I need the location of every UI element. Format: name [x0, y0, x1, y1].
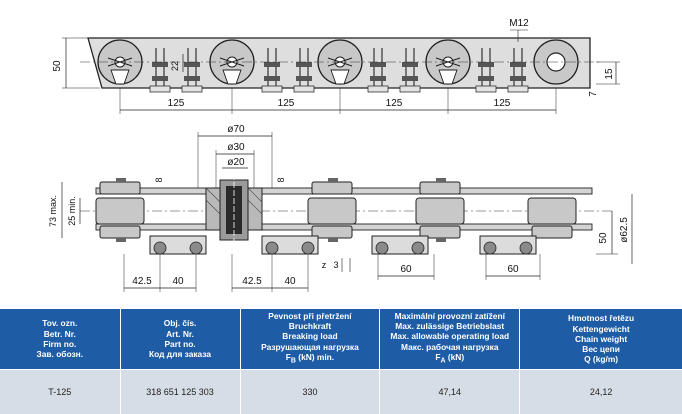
- header-line: Q (kg/m): [584, 354, 619, 365]
- dia-label-1: ø70: [227, 124, 245, 135]
- right-label-2: ø62.5: [619, 217, 630, 243]
- symbol-subscript: B: [290, 357, 296, 365]
- header-chain-weight: Hmotnost řetězu Kettengewicht Chain weig…: [519, 309, 682, 370]
- top-view: 50 22 M12 15 7 125 125 125 125: [52, 18, 620, 114]
- header-breaking-load: Pevnost při přetržení Bruchkraft Breakin…: [240, 309, 381, 370]
- symbol: F: [435, 351, 441, 362]
- bottom-label-2: 40: [172, 276, 184, 287]
- pitch-label-3: 125: [386, 98, 403, 109]
- symbol-subscript: A: [440, 357, 446, 365]
- header-line: Obj. čís.: [163, 318, 197, 329]
- header-line: Art. Nr.: [166, 328, 194, 339]
- header-line: Max. zulässige Betriebslast: [395, 321, 505, 332]
- bottom-label-5: 60: [400, 264, 412, 275]
- header-line: Bruchkraft: [288, 321, 332, 332]
- cell-firm-no: T-125: [0, 368, 121, 414]
- technical-drawing: 50 22 M12 15 7 125 125 125 125: [48, 18, 633, 292]
- pitch-label-1: 125: [168, 98, 185, 109]
- bottom-label-3: 42.5: [242, 276, 262, 287]
- cell-operating-load: 47,14: [379, 368, 521, 414]
- cell-breaking-load: 330: [240, 368, 381, 414]
- header-line: Код для заказа: [149, 349, 212, 360]
- header-line: Part no.: [164, 338, 196, 349]
- header-line: Kettengewicht: [572, 323, 630, 334]
- cell-part-no: 318 651 125 303: [120, 368, 241, 414]
- dia-label-2: ø30: [227, 142, 245, 153]
- header-line: Hmotnost řetězu: [568, 313, 635, 324]
- symbol: F: [285, 351, 291, 362]
- pitch-label-4: 125: [494, 98, 511, 109]
- top-pin-label: 22: [170, 61, 180, 71]
- spec-table: Tov. ozn. Betr. Nr. Firm no. Зав. обозн.…: [0, 309, 682, 414]
- unit: (kN) min.: [295, 351, 335, 362]
- bottom-label-1: 42.5: [132, 276, 152, 287]
- header-operating-load: Maximální provozní zatížení Max. zulässi…: [379, 309, 521, 370]
- header-line: Max. allowable operating load: [390, 331, 510, 342]
- spec-header-row: Tov. ozn. Betr. Nr. Firm no. Зав. обозн.…: [0, 309, 682, 370]
- top-bolt-label: M12: [509, 18, 529, 29]
- header-firm-no: Tov. ozn. Betr. Nr. Firm no. Зав. обозн.: [0, 309, 121, 370]
- top-side-label-2: 7: [588, 91, 599, 97]
- header-line: Breaking load: [282, 331, 338, 342]
- pitch-label-2: 125: [278, 98, 295, 109]
- header-part-no: Obj. čís. Art. Nr. Part no. Код для зака…: [120, 309, 241, 370]
- header-line: Firm no.: [43, 338, 77, 349]
- header-line: Разрушающая нагрузка: [261, 341, 359, 352]
- header-line: Макс. рабочая нагрузка: [401, 341, 499, 352]
- header-line: Вес цепи: [582, 343, 620, 354]
- height-label-2: 25 min.: [67, 196, 77, 226]
- table-row: T-125 318 651 125 303 330 47,14 24,12: [0, 368, 682, 414]
- bottom-label-4: 40: [284, 276, 296, 287]
- plate-label-2: 8: [276, 177, 286, 182]
- header-line: Tov. ozn.: [42, 318, 78, 329]
- header-line: Maximální provozní zatížení: [394, 311, 505, 321]
- header-line: FA (kN): [382, 352, 517, 367]
- header-line: Зав. обозн.: [36, 349, 84, 360]
- top-height-label: 50: [52, 60, 63, 72]
- header-line: Chain weight: [575, 333, 628, 344]
- unit: (kN): [445, 351, 465, 362]
- cell-chain-weight: 24,12: [519, 368, 682, 414]
- header-line: Pevnost při přetržení: [268, 311, 352, 321]
- bottom-label-6: 60: [507, 264, 519, 275]
- header-line: Betr. Nr.: [43, 328, 76, 339]
- top-side-label-1: 15: [604, 68, 615, 80]
- side-view: ø70 ø30 ø20 8 8 73 max. 25 min. 50 ø62.5…: [48, 124, 633, 292]
- height-label-1: 73 max.: [48, 195, 58, 227]
- header-line: FB (kN) min.: [243, 352, 378, 367]
- right-label-1: 50: [598, 232, 609, 244]
- z-label: z: [322, 260, 327, 270]
- plate-label-1: 8: [154, 177, 164, 182]
- dia-label-3: ø20: [227, 157, 245, 168]
- z-value: 3: [333, 260, 338, 270]
